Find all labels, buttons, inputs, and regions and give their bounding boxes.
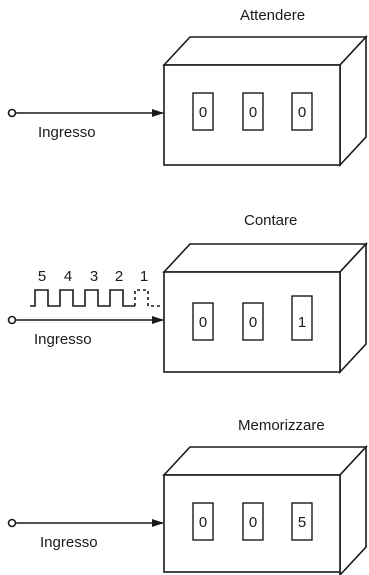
panel-count: Contare 5 4 3 2 1 Ingresso 0 0 1 bbox=[7, 212, 368, 375]
panel-wait: Attendere Ingresso 0 0 0 bbox=[7, 7, 368, 168]
panel-title: Contare bbox=[244, 212, 297, 229]
digit-value: 5 bbox=[298, 514, 306, 531]
pulse-number: 5 bbox=[38, 268, 46, 285]
pulse-train-icon bbox=[30, 289, 135, 307]
digit-value: 0 bbox=[199, 104, 207, 121]
digit-window: 0 bbox=[242, 92, 264, 131]
pulse-number: 4 bbox=[64, 268, 72, 285]
box-top-face bbox=[162, 243, 368, 273]
panel-title: Attendere bbox=[240, 7, 305, 24]
digit-window: 0 bbox=[192, 302, 214, 341]
input-terminal-icon bbox=[7, 108, 17, 118]
input-terminal-icon bbox=[7, 315, 17, 325]
digit-value: 0 bbox=[249, 314, 257, 331]
digit-window: 1 bbox=[291, 295, 313, 341]
input-label: Ingresso bbox=[34, 331, 92, 348]
input-label: Ingresso bbox=[40, 534, 98, 551]
digit-window: 0 bbox=[192, 502, 214, 541]
digit-value: 1 bbox=[298, 314, 306, 331]
pulse-number: 3 bbox=[90, 268, 98, 285]
pulse-number: 1 bbox=[140, 268, 148, 285]
panel-store: Memorizzare Ingresso 0 0 5 bbox=[7, 417, 368, 575]
digit-window: 5 bbox=[291, 502, 313, 541]
digit-value: 0 bbox=[249, 104, 257, 121]
input-arrow bbox=[7, 518, 164, 528]
pulse-dashed-icon bbox=[134, 289, 160, 307]
digit-window: 0 bbox=[291, 92, 313, 131]
digit-window: 0 bbox=[192, 92, 214, 131]
input-terminal-icon bbox=[7, 518, 17, 528]
digit-value: 0 bbox=[298, 104, 306, 121]
digit-value: 0 bbox=[199, 314, 207, 331]
digit-value: 0 bbox=[199, 514, 207, 531]
panel-title: Memorizzare bbox=[238, 417, 325, 434]
digit-value: 0 bbox=[249, 514, 257, 531]
digit-window: 0 bbox=[242, 302, 264, 341]
box-top-face bbox=[162, 446, 368, 476]
input-arrow bbox=[7, 108, 164, 118]
input-arrow bbox=[7, 315, 164, 325]
box-top-face bbox=[162, 36, 368, 66]
digit-window: 0 bbox=[242, 502, 264, 541]
pulse-number: 2 bbox=[115, 268, 123, 285]
input-label: Ingresso bbox=[38, 124, 96, 141]
